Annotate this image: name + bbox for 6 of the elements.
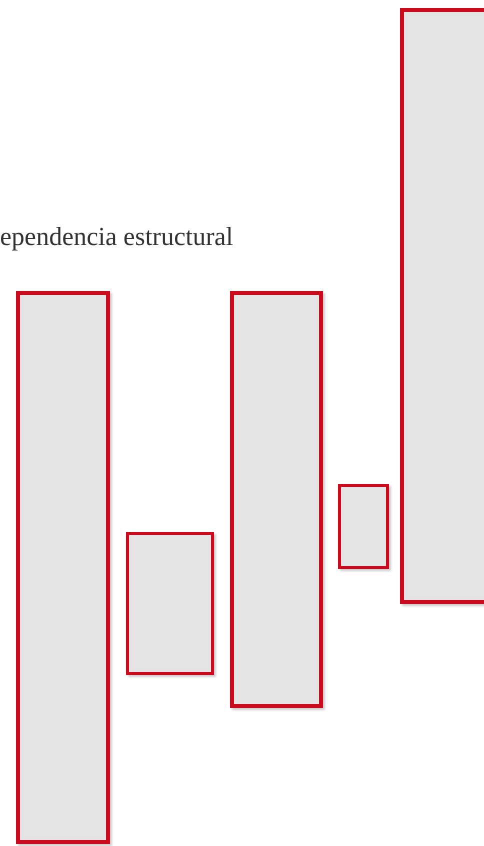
bar-rectangle (400, 8, 484, 604)
bar-rectangle (338, 484, 389, 569)
bar-rectangle (126, 532, 214, 675)
bar-rectangle (16, 291, 110, 844)
heading-text: ependencia estructural (0, 222, 234, 252)
bar-rectangle (230, 291, 323, 708)
